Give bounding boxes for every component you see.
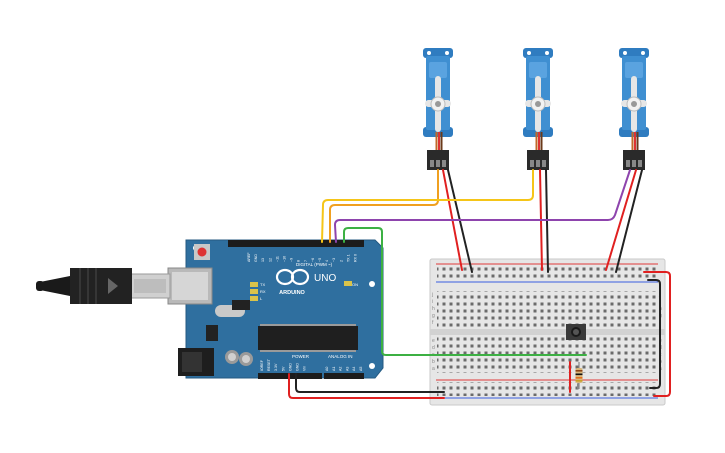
pin-label: ~5 [318, 258, 322, 262]
wire-servo1-signal [329, 169, 439, 243]
pin-label: GND [288, 363, 292, 371]
pin-label: A1 [332, 367, 336, 371]
wire-rail-power-jumper [643, 271, 671, 397]
wire-rail-ground-jumper [647, 279, 661, 389]
pin-label: 8 [297, 260, 301, 262]
row-letter: d [432, 345, 435, 351]
pin-label: RX 0 [354, 254, 358, 262]
pin-label: 3.3V [274, 363, 278, 371]
pin-label: 7 [304, 260, 308, 262]
pin-label: A5 [359, 367, 363, 371]
voltage-regulator [206, 325, 218, 341]
wire-servo3-power [605, 169, 637, 271]
servo-3 [619, 48, 649, 170]
wire-servo2-signal [321, 169, 534, 243]
pin-label: ~10 [283, 256, 287, 262]
row-letter: b [432, 359, 435, 365]
row-letter: g [432, 313, 435, 319]
breadboard-bottom-rail [436, 379, 658, 399]
pin-label: ~9 [290, 258, 294, 262]
breadboard-top-rail [436, 263, 658, 283]
pin-label: 4 [325, 260, 329, 262]
servo-mount-tab [423, 48, 453, 58]
servo-1 [423, 48, 453, 170]
wires [288, 169, 671, 399]
pin-label: 13 [261, 258, 265, 262]
tx-led-label: TX [260, 282, 265, 287]
pin-label: Vin [303, 366, 307, 371]
l-led-label: L [260, 296, 263, 301]
rx-led-label: RX [260, 289, 266, 294]
breadboard-channel [430, 329, 665, 335]
row-letter: i [432, 299, 433, 305]
usb-cable [36, 268, 171, 304]
pin-label: GND [254, 254, 258, 262]
pin-label: A3 [345, 367, 349, 371]
pin-label: GND [296, 363, 300, 371]
row-letter: h [432, 306, 435, 312]
digital-header-label: DIGITAL (PWM ~) [296, 262, 333, 267]
row-letter: e [432, 338, 435, 344]
pin-label: ~6 [311, 258, 315, 262]
servo-2 [523, 48, 553, 170]
wire-arduino-5v [288, 373, 445, 399]
arduino-model-label: UNO [314, 273, 336, 284]
wire-button-signal [343, 227, 587, 356]
wire-servo3-ground [615, 169, 643, 273]
resistor [575, 362, 583, 389]
wire-arduino-gnd [295, 373, 445, 393]
servo-mount-tab [619, 48, 649, 58]
pin-label: RESET [267, 358, 271, 371]
pin-label: AREF [247, 252, 251, 262]
analog-header-label: ANALOG IN [328, 354, 353, 359]
arduino-uno-board: ARDUINO UNO DIGITAL (PWM ~) POWER ANALOG… [167, 239, 384, 379]
arduino-brand-label: ARDUINO [279, 290, 305, 296]
pin-label: ~11 [275, 256, 279, 262]
pin-label: IOREF [260, 359, 264, 371]
pin-label: A4 [352, 367, 356, 371]
power-header-label: POWER [292, 354, 310, 359]
row-letter: a [432, 366, 435, 372]
pin-label: ~3 [332, 258, 336, 262]
atmega-chip [258, 326, 358, 350]
on-led-label: ON [352, 282, 358, 287]
row-letter: j [431, 292, 433, 298]
pin-label: 5V [281, 366, 285, 371]
pin-label: A2 [339, 367, 343, 371]
pin-label: A0 [325, 367, 329, 371]
pin-label: 12 [268, 258, 272, 262]
pin-label: TX 1 [346, 254, 350, 262]
pin-label: 2 [339, 260, 343, 262]
pushbutton [566, 324, 586, 340]
arduino-logo [275, 268, 310, 286]
servo-mount-tab [523, 48, 553, 58]
row-letter: f [432, 320, 434, 326]
breadboard-top-terminals [437, 291, 657, 327]
wire-servo3-signal [334, 169, 631, 243]
